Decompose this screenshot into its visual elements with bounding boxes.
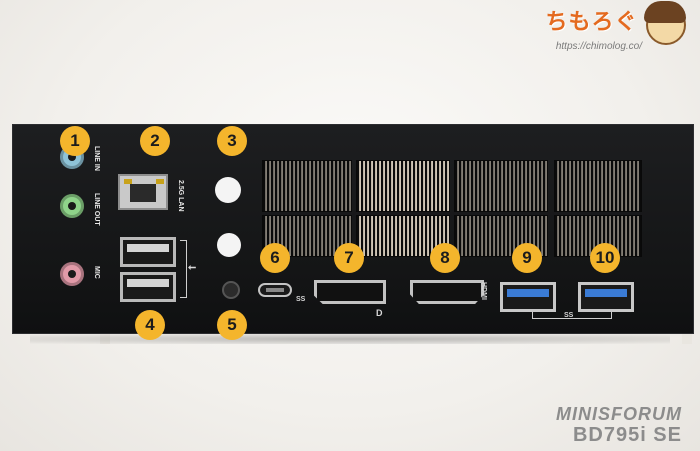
marker-9: 9 bbox=[512, 243, 542, 273]
watermark: ちもろぐ https://chimolog.co/ bbox=[545, 0, 686, 52]
brand-caption: MINISFORUM BD795i SE bbox=[556, 405, 682, 445]
displayport-logo: D bbox=[376, 308, 383, 318]
usb-symbol: ⭠ bbox=[188, 262, 196, 273]
marker-6: 6 bbox=[260, 243, 290, 273]
mascot-icon bbox=[644, 0, 686, 45]
usb3-ss-label: SS bbox=[564, 312, 574, 319]
antenna-hole-upper bbox=[215, 177, 241, 203]
lan-led-right bbox=[156, 179, 164, 184]
vent-grille-2 bbox=[356, 160, 450, 212]
vent-grille-3 bbox=[454, 160, 548, 212]
lan-label: 2.5G LAN bbox=[177, 180, 184, 212]
marker-3: 3 bbox=[217, 126, 247, 156]
watermark-url: https://chimolog.co/ bbox=[555, 40, 642, 52]
usb3-port-1[interactable] bbox=[500, 282, 556, 312]
antenna-hole-lower bbox=[217, 233, 241, 257]
marker-2: 2 bbox=[140, 126, 170, 156]
usb-bracket bbox=[180, 240, 187, 298]
usb-a-port-upper[interactable] bbox=[120, 237, 176, 267]
line-out-jack[interactable] bbox=[60, 194, 84, 218]
brand-name: MINISFORUM bbox=[556, 404, 682, 424]
mic-label: MIC bbox=[93, 266, 100, 279]
panel-shadow bbox=[30, 334, 670, 344]
panel-foot-left bbox=[100, 334, 110, 344]
lan-led-left bbox=[124, 179, 132, 184]
line-in-label: LINE IN bbox=[93, 146, 100, 171]
mic-jack[interactable] bbox=[60, 262, 84, 286]
usb-c-port[interactable] bbox=[258, 283, 292, 297]
marker-1: 1 bbox=[60, 126, 90, 156]
panel-foot-right bbox=[682, 334, 692, 344]
usb-c-ss-label: SS bbox=[296, 296, 306, 303]
line-out-label: LINE OUT bbox=[93, 193, 100, 226]
hdmi-port[interactable] bbox=[410, 280, 484, 304]
usb3-port-2[interactable] bbox=[578, 282, 634, 312]
power-button[interactable] bbox=[222, 281, 240, 299]
watermark-site-name: ちもろぐ bbox=[545, 10, 638, 35]
marker-10: 10 bbox=[590, 243, 620, 273]
usb3-bracket bbox=[532, 312, 612, 319]
marker-4: 4 bbox=[135, 310, 165, 340]
marker-7: 7 bbox=[334, 243, 364, 273]
hdmi-logo: HDMI bbox=[480, 282, 487, 300]
marker-8: 8 bbox=[430, 243, 460, 273]
displayport-port[interactable] bbox=[314, 280, 386, 304]
vent-grille-1 bbox=[262, 160, 352, 212]
marker-5: 5 bbox=[217, 310, 247, 340]
lan-port[interactable] bbox=[118, 174, 168, 210]
model-name: BD795i SE bbox=[572, 424, 682, 446]
vent-grille-4 bbox=[554, 160, 642, 212]
usb-a-port-lower[interactable] bbox=[120, 272, 176, 302]
